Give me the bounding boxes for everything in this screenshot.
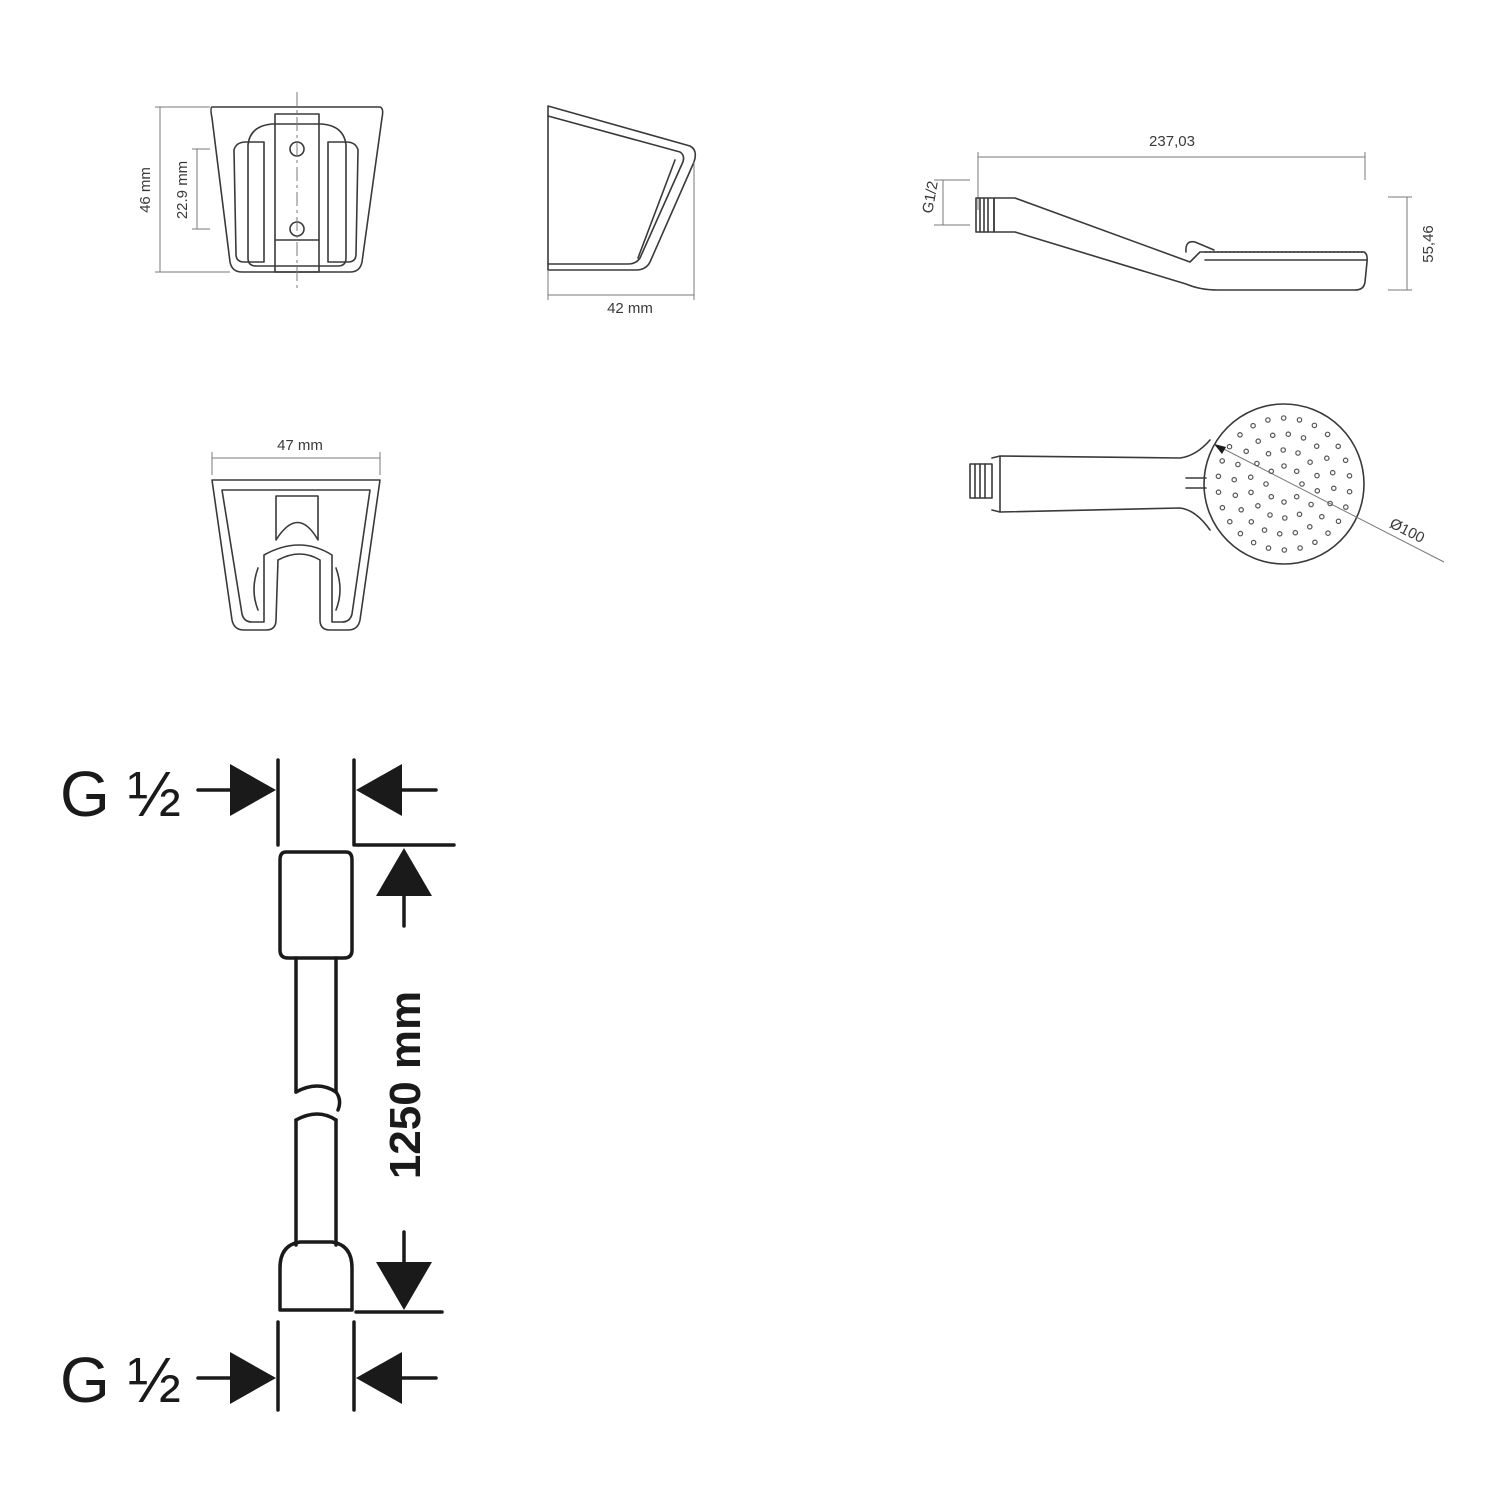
nozzle-hole — [1226, 443, 1233, 450]
handshower-diameter-label: Ø100 — [1387, 515, 1427, 547]
nozzle-hole — [1346, 472, 1353, 479]
nozzle-hole — [1238, 506, 1245, 513]
nozzle-hole — [1281, 499, 1287, 505]
bracket-bottom-view: 47 mm — [211, 437, 381, 631]
nozzle-hole — [1314, 472, 1320, 479]
nozzle-hole — [1255, 438, 1262, 445]
nozzle-hole — [1293, 468, 1300, 475]
handshower-thread-label: G1/2 — [919, 180, 941, 215]
nozzle-hole — [1254, 460, 1260, 467]
nozzle-hole — [1232, 492, 1239, 499]
nozzle-hole — [1255, 502, 1261, 509]
nozzle-hole — [1293, 493, 1300, 500]
nozzle-hole — [1308, 501, 1314, 508]
nozzle-hole — [1285, 431, 1292, 438]
nozzle-hole — [1235, 461, 1241, 468]
nozzle-hole — [1324, 455, 1330, 462]
nozzle-hole — [1265, 450, 1272, 457]
handshower-side-view: 237,03 55,46 G1/2 — [919, 133, 1437, 291]
nozzle-hole — [1343, 504, 1349, 510]
nozzle-hole — [1248, 489, 1254, 496]
handshower-front-view: Ø100 — [969, 403, 1445, 565]
nozzle-hole — [1261, 527, 1268, 533]
bracket-front-view: 46 mm 22.9 mm — [137, 92, 384, 288]
nozzle-hole — [1335, 443, 1342, 450]
nozzle-pattern — [1215, 415, 1353, 553]
nozzle-hole — [1307, 523, 1313, 530]
nozzle-hole — [1312, 539, 1318, 546]
nozzle-hole — [1215, 489, 1222, 496]
nozzle-hole — [1247, 474, 1254, 481]
nozzle-hole — [1314, 487, 1321, 494]
nozzle-hole — [1268, 468, 1275, 475]
bracket-hole-spacing-label: 22.9 mm — [174, 161, 191, 219]
nozzle-hole — [1331, 485, 1337, 492]
nozzle-hole — [1237, 431, 1243, 438]
nozzle-hole — [1231, 476, 1238, 483]
bracket-side-view: 42 mm — [547, 105, 697, 317]
nozzle-hole — [1219, 458, 1226, 464]
nozzle-hole — [1269, 432, 1276, 439]
nozzle-hole — [1243, 448, 1250, 455]
handshower-length-label: 237,03 — [1149, 133, 1195, 150]
nozzle-hole — [1297, 545, 1303, 551]
nozzle-hole — [1300, 435, 1307, 441]
nozzle-hole — [1215, 473, 1222, 480]
nozzle-hole — [1282, 515, 1288, 521]
hose-drawing: G ½ 1250 mm G ½ — [60, 758, 456, 1416]
nozzle-hole — [1265, 417, 1271, 423]
nozzle-hole — [1263, 481, 1269, 487]
nozzle-hole — [1299, 481, 1305, 487]
nozzle-hole — [1250, 539, 1257, 546]
nozzle-hole — [1346, 488, 1353, 495]
nozzle-hole — [1267, 512, 1273, 518]
nozzle-hole — [1342, 457, 1349, 464]
nozzle-hole — [1281, 463, 1287, 469]
nozzle-hole — [1281, 547, 1288, 553]
nozzle-hole — [1296, 417, 1303, 423]
nozzle-hole — [1324, 431, 1331, 438]
nozzle-hole — [1276, 530, 1283, 537]
hose-bottom-thread-label: G ½ — [60, 1344, 181, 1416]
bracket-width-label: 47 mm — [277, 437, 323, 454]
nozzle-hole — [1319, 513, 1325, 520]
nozzle-hole — [1295, 450, 1301, 456]
bracket-height-label: 46 mm — [137, 167, 154, 213]
nozzle-hole — [1250, 422, 1256, 429]
nozzle-hole — [1248, 518, 1255, 525]
nozzle-hole — [1335, 518, 1342, 525]
nozzle-hole — [1311, 422, 1318, 429]
nozzle-hole — [1280, 447, 1287, 453]
nozzle-hole — [1327, 500, 1333, 507]
nozzle-hole — [1325, 530, 1331, 537]
nozzle-hole — [1307, 459, 1313, 466]
nozzle-hole — [1237, 530, 1244, 537]
nozzle-hole — [1292, 529, 1299, 536]
bracket-depth-label: 42 mm — [607, 300, 653, 317]
nozzle-hole — [1329, 469, 1336, 476]
nozzle-hole — [1280, 415, 1287, 421]
nozzle-hole — [1219, 504, 1226, 511]
handshower-height-label: 55,46 — [1420, 225, 1437, 263]
nozzle-hole — [1313, 443, 1320, 450]
nozzle-hole — [1268, 493, 1275, 500]
nozzle-hole — [1265, 545, 1272, 551]
nozzle-hole — [1296, 511, 1303, 518]
hose-top-thread-label: G ½ — [60, 758, 181, 830]
hose-length-label: 1250 mm — [381, 991, 430, 1179]
nozzle-hole — [1227, 518, 1233, 525]
